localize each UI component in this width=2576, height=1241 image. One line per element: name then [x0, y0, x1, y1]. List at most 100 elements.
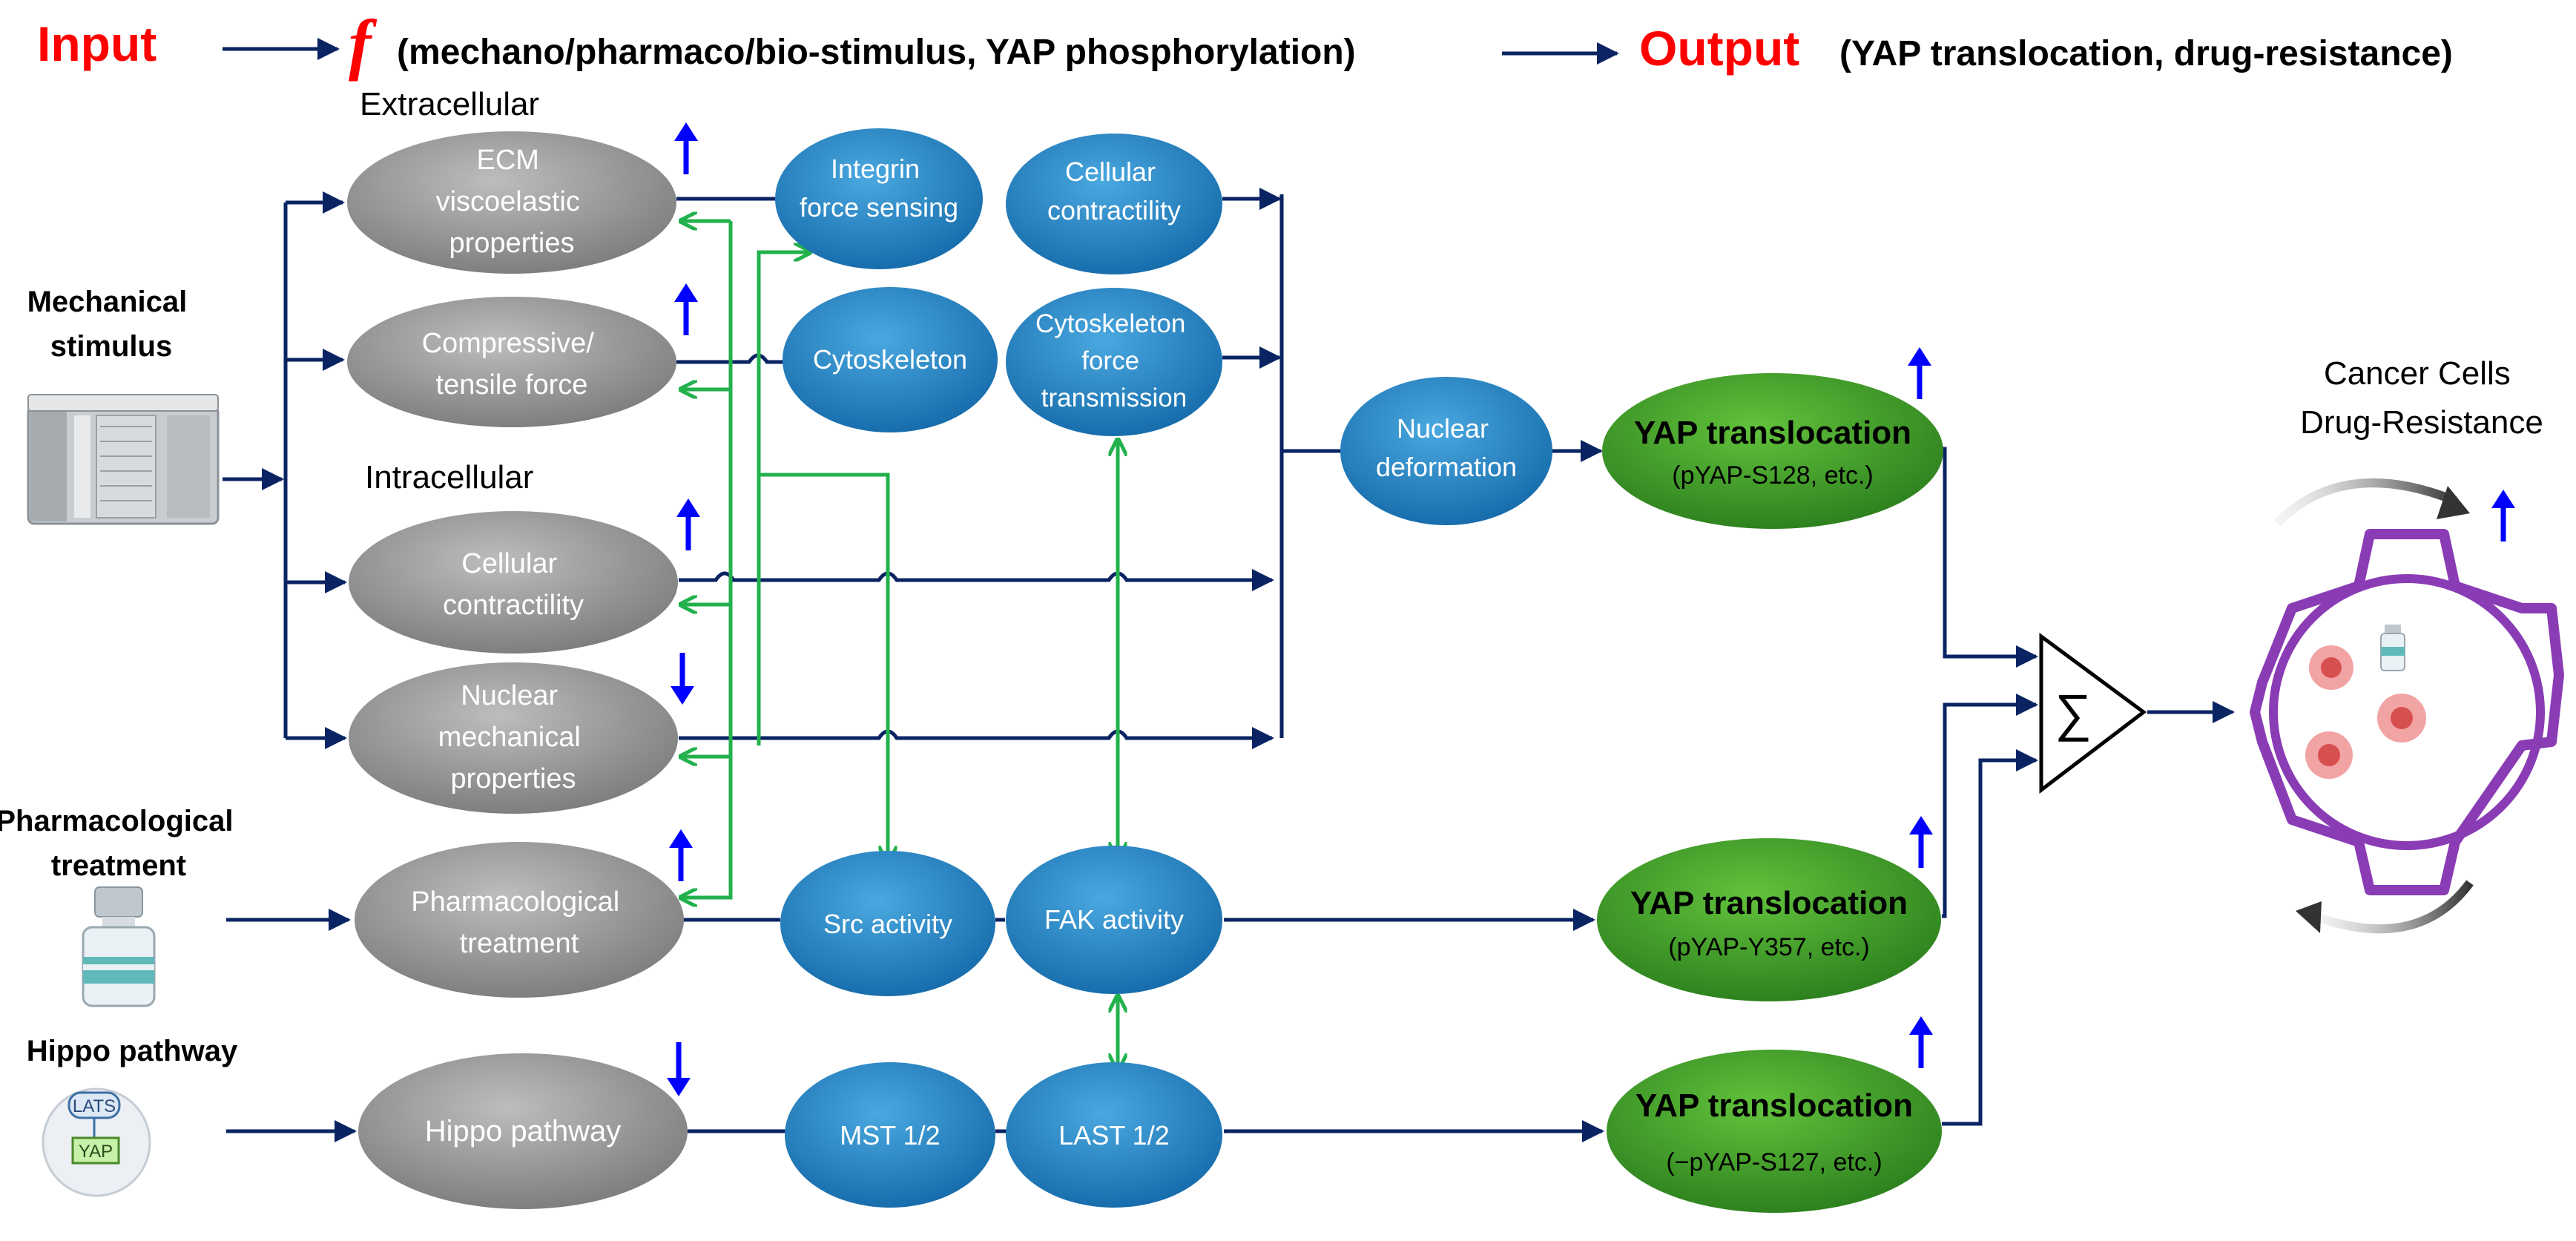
- section-intracellular: Intracellular: [365, 459, 533, 496]
- yap-node-1: YAP translocation (pYAP-S128, etc.): [1602, 373, 1943, 529]
- header-input: Input: [37, 16, 157, 71]
- up-arrow-output-icon: [2491, 490, 2515, 542]
- sum-node: ∑: [2039, 633, 2147, 794]
- output-label-2: Drug-Resistance: [2300, 404, 2543, 441]
- pharma-line-1: Pharmacological: [411, 886, 619, 918]
- node-hippo: Hippo pathway: [358, 1053, 688, 1209]
- nuclear-mech-line-2: mechanical: [438, 722, 581, 753]
- node-last: LAST 1/2: [1006, 1062, 1222, 1208]
- svg-text:Compressive/ tensile for: Compressive/ tensile force: [422, 328, 602, 401]
- nuclear-mech-line-1: Nuclear: [461, 680, 558, 711]
- cancer-cell-icons: [2305, 645, 2426, 779]
- rotation-arrow-bottom-icon: [2312, 880, 2474, 934]
- header-output: Output: [1639, 21, 1799, 76]
- yap-3-sub: (−pYAP-S127, etc.): [1666, 1148, 1882, 1176]
- up-arrow-pharma-icon: [669, 829, 693, 881]
- svg-text:Nuclear deformation: Nuclear deformation: [1376, 413, 1517, 482]
- yap-1-title: YAP translocation: [1634, 415, 1911, 451]
- mst-label: MST 1/2: [840, 1120, 940, 1151]
- hippo-icon: LATS YAP: [42, 1087, 151, 1197]
- contractility-line-1: Cellular: [461, 548, 557, 579]
- indicator-arrows: [667, 122, 2515, 1096]
- fak-label: FAK activity: [1044, 904, 1184, 935]
- hippo-icon-yap: YAP: [79, 1142, 113, 1162]
- svg-text:Pharmacological treatmen: Pharmacological treatment: [411, 886, 627, 959]
- mechanical-label-2: stimulus: [50, 330, 172, 363]
- compressive-line-1: Compressive/: [422, 328, 595, 359]
- node-integrin: Integrin force sensing: [775, 128, 983, 269]
- last-label: LAST 1/2: [1058, 1120, 1169, 1151]
- gear-outline: [2250, 529, 2564, 895]
- contractility-line-2: contractility: [443, 590, 584, 621]
- input-hippo: Hippo pathway LATS YAP: [27, 1035, 357, 1197]
- up-arrow-compressive-icon: [674, 283, 698, 335]
- compression-device-icon: [27, 394, 220, 525]
- cell-contract-line-2: contractility: [1047, 195, 1181, 226]
- up-arrow-contractility-icon: [676, 498, 700, 550]
- hippo-icon-lats: LATS: [73, 1096, 116, 1116]
- ecm-line-2: viscoelastic: [436, 186, 580, 217]
- svg-text:Mechanical stimulus: Mechanical stimulus: [27, 286, 196, 363]
- input-mechanical: Mechanical stimulus: [27, 286, 284, 525]
- node-mst: MST 1/2: [785, 1062, 995, 1208]
- src-label: Src activity: [823, 909, 952, 939]
- medicine-vial-icon: [82, 886, 156, 1007]
- node-src: Src activity: [780, 851, 995, 996]
- svg-text:Cellular contractility: Cellular contractility: [443, 548, 584, 621]
- node-cellular-contractility-blue: Cellular contractility: [1006, 134, 1222, 274]
- down-arrow-nuclear-icon: [671, 653, 694, 705]
- up-arrow-ecm-icon: [674, 122, 698, 174]
- sum-symbol: ∑: [2055, 684, 2092, 742]
- node-cytoskeleton-force: Cytoskeleton force transmission: [1006, 288, 1222, 436]
- node-cytoskeleton: Cytoskeleton: [783, 287, 998, 432]
- gear-inner-circle: [2269, 574, 2545, 850]
- cytoskeleton-label: Cytoskeleton: [813, 344, 967, 375]
- svg-text:Nuclear mechanical: Nuclear mechanical properties: [438, 680, 589, 794]
- node-compressive: Compressive/ tensile force: [347, 297, 676, 427]
- yap-3-title: YAP translocation: [1635, 1087, 1913, 1124]
- yap-2-title: YAP translocation: [1630, 885, 1908, 921]
- rotation-arrow-top-icon: [2273, 478, 2457, 527]
- svg-text:Cytoskeleton force: Cytoskeleton force transmission: [1035, 309, 1193, 412]
- yap-node-3: YAP translocation (−pYAP-S127, etc.): [1607, 1050, 1942, 1213]
- cancer-gear-icon: [2250, 478, 2564, 934]
- svg-text:ECM viscoelastic p: ECM viscoelastic properties: [436, 145, 588, 259]
- output-label: Cancer Cells Drug-Resistance: [2300, 355, 2543, 441]
- pharmacological-label-1: Pharmacological: [0, 805, 234, 837]
- hippo-label: Hippo pathway: [27, 1035, 238, 1067]
- section-extracellular: Extracellular: [360, 86, 539, 122]
- header-output-desc: (YAP translocation, drug-resistance): [1839, 34, 2453, 73]
- header-f-desc: (mechano/pharmaco/bio-stimulus, YAP phos…: [397, 33, 1356, 72]
- header-f: f: [349, 6, 378, 82]
- ecm-line-3: properties: [449, 228, 575, 259]
- yap-node-2: YAP translocation (pYAP-Y357, etc.): [1597, 838, 1941, 1001]
- pharmacological-label-2: treatment: [51, 849, 186, 882]
- node-fak: FAK activity: [1006, 846, 1222, 994]
- node-ecm: ECM viscoelastic properties: [347, 131, 676, 274]
- mechanical-label-1: Mechanical: [27, 286, 188, 318]
- cyto-force-line-1: Cytoskeleton: [1035, 309, 1185, 338]
- up-arrow-yap-3-icon: [1909, 1016, 1933, 1068]
- yap-1-sub: (pYAP-S128, etc.): [1672, 461, 1874, 490]
- integrin-line-1: Integrin: [831, 154, 920, 184]
- header: Input f (mechano/pharmaco/bio-stimulus, …: [37, 6, 2453, 82]
- svg-text:Integrin force sensing: Integrin force sensing: [800, 154, 958, 223]
- nuclear-mech-line-3: properties: [451, 763, 576, 794]
- drug-vial-icon: [2380, 625, 2405, 671]
- compressive-line-2: tensile force: [436, 369, 588, 401]
- cell-contract-line-1: Cellular: [1065, 157, 1156, 187]
- node-contractility: Cellular contractility: [349, 511, 678, 654]
- pharma-line-2: treatment: [460, 928, 579, 959]
- node-nuclear-mechanical: Nuclear mechanical properties: [349, 662, 678, 814]
- node-nuclear-deformation: Nuclear deformation: [1340, 377, 1552, 525]
- up-arrow-yap-2-icon: [1909, 816, 1933, 868]
- input-pharmacological: Pharmacological treatment: [0, 805, 351, 1007]
- up-arrow-yap-1-icon: [1908, 347, 1931, 399]
- nuclear-def-line-2: deformation: [1376, 452, 1517, 482]
- hippo-node-label: Hippo pathway: [425, 1115, 622, 1148]
- cyto-force-line-2: force: [1081, 346, 1139, 375]
- cyto-force-line-3: transmission: [1041, 384, 1187, 412]
- integrin-line-2: force sensing: [800, 192, 958, 223]
- feedback-lines: [682, 221, 1118, 1068]
